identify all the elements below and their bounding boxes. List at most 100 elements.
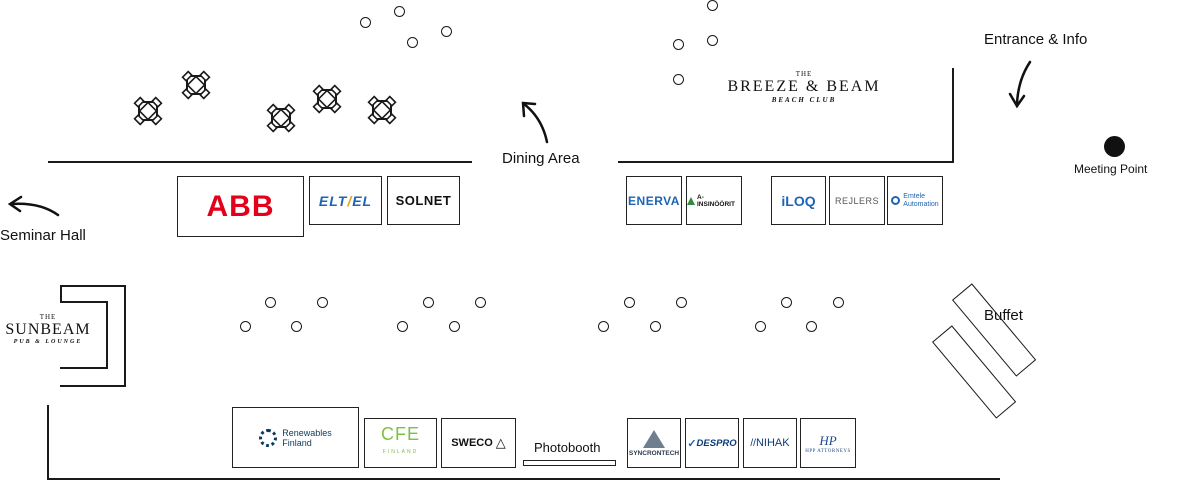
breeze-the: THE — [795, 70, 813, 78]
chair-icon — [676, 297, 687, 308]
booth-eltel[interactable]: ELT/EL — [309, 176, 382, 225]
dining-area-label: Dining Area — [502, 150, 580, 167]
chair-icon — [441, 26, 452, 37]
nihak-mark-icon: // — [750, 437, 756, 449]
despro-logo: DESPRO — [696, 437, 737, 449]
booth-sweco[interactable]: SWECO △ — [441, 418, 516, 468]
renewables-logo-line1: Renewables — [282, 427, 332, 438]
sunbeam-the: THE — [39, 313, 57, 321]
wall-top-right — [618, 161, 954, 163]
chair-icon — [598, 321, 609, 332]
renewables-logo: Renewables Finland — [282, 428, 332, 448]
wall-right-vertical — [952, 68, 954, 163]
despro-check-icon: ✓ — [687, 437, 697, 450]
emtele-logo-line1: Emtele — [903, 192, 926, 200]
chair-icon — [394, 6, 405, 17]
seminar-hall-label: Seminar Hall — [0, 227, 86, 244]
sunbeam-bracket — [60, 285, 126, 387]
booth-a-insinoorit[interactable]: A-INSINÖÖRIT — [686, 176, 742, 225]
eltel-logo-c: EL — [352, 192, 373, 209]
booth-hpp[interactable]: HP HPP ATTORNEYS — [800, 418, 856, 468]
renewables-flower-icon — [259, 428, 278, 447]
chair-icon — [833, 297, 844, 308]
meeting-point-dot-icon — [1104, 136, 1125, 157]
sunbeam-sub: PUB & LOUNGE — [13, 339, 83, 345]
emtele-logo-line2: Automation — [903, 200, 939, 208]
sweco-logo: SWECO — [451, 437, 493, 449]
table-set-icon — [312, 84, 342, 114]
buffet-label: Buffet — [984, 307, 1023, 324]
sunbeam-bracket-top-stub — [60, 285, 62, 303]
chair-icon — [265, 297, 276, 308]
table-set-icon — [266, 103, 296, 133]
rejlers-logo: REJLERS — [834, 195, 879, 206]
chair-icon — [781, 297, 792, 308]
a-insinoorit-mark-icon — [687, 196, 695, 205]
cfe-logo: CFE FINLAND — [381, 425, 420, 461]
table-set-icon — [181, 70, 211, 100]
chair-icon — [475, 297, 486, 308]
syncrontech-logo: SYNCRONTECH — [628, 449, 680, 457]
booth-emtele[interactable]: Emtele Automation — [887, 176, 943, 225]
hpp-logo: HPP ATTORNEYS — [805, 448, 851, 454]
chair-icon — [624, 297, 635, 308]
iloq-logo: iLOQ — [781, 192, 816, 209]
chair-icon — [317, 297, 328, 308]
nihak-logo: NIHAK — [755, 437, 790, 449]
breeze-sub: BEACH CLUB — [771, 96, 837, 104]
chair-icon — [650, 321, 661, 332]
dining-arrow-icon — [521, 101, 549, 144]
solnet-logo: SOLNET — [395, 193, 452, 208]
sweco-figure-icon: △ — [495, 435, 506, 450]
wall-top-left — [48, 161, 472, 163]
table-set-icon — [367, 95, 397, 125]
photobooth-label: Photobooth — [534, 440, 601, 455]
eltel-logo-a: ELT — [318, 192, 348, 209]
eltel-logo: ELT/EL — [319, 193, 372, 209]
sunbeam-logo: THE SUNBEAM PUB & LOUNGE — [0, 313, 96, 345]
renewables-logo-line2: Finland — [282, 437, 312, 448]
booth-nihak[interactable]: // NIHAK — [743, 418, 797, 468]
chair-icon — [360, 17, 371, 28]
cfe-logo-sub: FINLAND — [382, 449, 419, 455]
meeting-point-label: Meeting Point — [1074, 162, 1148, 176]
breeze-and-beam-logo: THE BREEZE & BEAM BEACH CLUB — [718, 70, 890, 104]
syncrontech-mark-icon — [643, 429, 665, 448]
sunbeam-main: SUNBEAM — [5, 321, 91, 338]
chair-icon — [673, 74, 684, 85]
chair-icon — [397, 321, 408, 332]
booth-solnet[interactable]: SOLNET — [387, 176, 460, 225]
booth-enerva[interactable]: ENERVA — [626, 176, 682, 225]
abb-logo: ABB — [206, 189, 275, 223]
booth-despro[interactable]: ✓ DESPRO — [685, 418, 739, 468]
chair-icon — [755, 321, 766, 332]
chair-icon — [673, 39, 684, 50]
eltel-logo-b: / — [347, 192, 353, 209]
chair-icon — [407, 37, 418, 48]
entrance-arrow-icon — [1008, 60, 1032, 109]
booth-abb[interactable]: ABB — [177, 176, 304, 237]
seminar-arrow-icon — [7, 195, 60, 217]
booth-renewables-finland[interactable]: Renewables Finland — [232, 407, 359, 468]
booth-cfe[interactable]: CFE FINLAND — [364, 418, 437, 468]
chair-icon — [707, 0, 718, 11]
emtele-logo: Emtele Automation — [903, 193, 938, 209]
breeze-main: BREEZE & BEAM — [727, 78, 881, 95]
booth-iloq[interactable]: iLOQ — [771, 176, 826, 225]
a-insinoorit-logo: A-INSINÖÖRIT — [697, 193, 735, 208]
wall-bottom — [48, 478, 1000, 480]
entrance-label: Entrance & Info — [984, 31, 1088, 48]
chair-icon — [240, 321, 251, 332]
enerva-logo: ENERVA — [628, 193, 680, 208]
photobooth-bar — [523, 460, 616, 466]
chair-icon — [707, 35, 718, 46]
hpp-mark-icon: HP — [819, 432, 837, 448]
chair-icon — [806, 321, 817, 332]
booth-rejlers[interactable]: REJLERS — [829, 176, 885, 225]
wall-bottom-left-vertical — [47, 405, 49, 480]
chair-icon — [423, 297, 434, 308]
emtele-mark-icon — [891, 196, 901, 205]
table-set-icon — [133, 96, 163, 126]
booth-syncrontech[interactable]: SYNCRONTECH — [627, 418, 681, 468]
